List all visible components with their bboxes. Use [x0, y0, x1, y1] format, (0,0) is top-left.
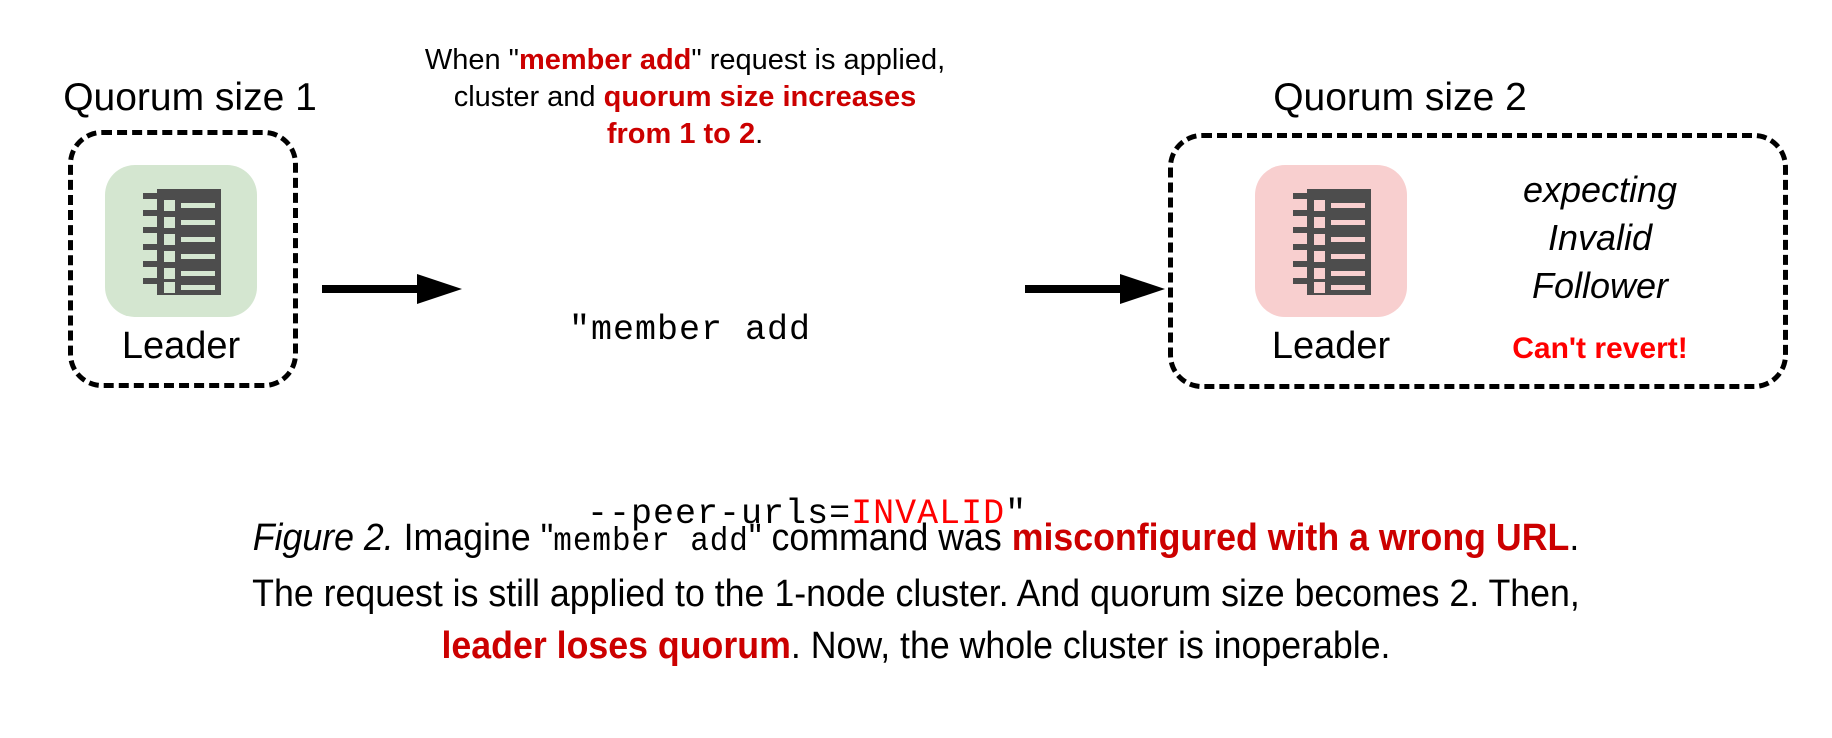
- right-cluster-boundary: [1168, 133, 1788, 389]
- right-node: Leader: [1255, 165, 1407, 365]
- command-flag: --peer-urls=: [587, 494, 852, 534]
- top-note-prefix: When ": [424, 44, 519, 76]
- arrow-right-icon-right: [1025, 272, 1165, 306]
- command-invalid-value: INVALID: [851, 494, 1006, 534]
- command-line-2: --peer-urls=INVALID": [455, 445, 1026, 583]
- arrow-right-icon-left: [322, 272, 462, 306]
- top-annotation-line-1: When "member add" request is applied,: [400, 42, 970, 79]
- left-cluster-boundary: [68, 130, 298, 388]
- status-line-expecting: expecting: [1522, 169, 1678, 210]
- status-line-follower: Follower: [1531, 265, 1669, 306]
- caption-segment-2: " command was: [748, 517, 1012, 559]
- right-status-words: expecting Invalid Follower: [1455, 166, 1745, 310]
- left-node: Leader: [105, 165, 257, 365]
- caption-segment-4: . Now, the whole cluster is inoperable.: [790, 625, 1391, 667]
- command-closing-quote: ": [1005, 494, 1028, 534]
- caption-figure-number: Figure 2.: [252, 517, 394, 559]
- status-line-invalid: Invalid: [1547, 217, 1653, 258]
- command-line-1: "member add: [568, 310, 812, 350]
- top-annotation-line-3: from 1 to 2.: [400, 116, 970, 153]
- caption-highlight-leader-loses-quorum: leader loses quorum: [441, 625, 791, 667]
- command-text: "member add --peer-urls=INVALID": [455, 215, 1026, 675]
- top-annotation: When "member add" request is applied, cl…: [400, 42, 970, 153]
- figure-caption: Figure 2. Imagine "member add" command w…: [55, 512, 1777, 672]
- right-node-label: Leader: [1271, 325, 1391, 367]
- left-cluster-title: Quorum size 1: [63, 76, 317, 119]
- top-note-highlight-member-add: member add: [518, 44, 692, 76]
- top-annotation-line-2: cluster and quorum size increases: [400, 79, 970, 116]
- caption-line-2: The request is still applied to the 1-no…: [252, 573, 1580, 615]
- caption-mono-member-add: member add: [553, 523, 749, 560]
- caption-line-3: leader loses quorum. Now, the whole clus…: [55, 620, 1777, 672]
- server-rack-icon: [1293, 189, 1371, 295]
- caption-segment-3: .: [1569, 517, 1580, 559]
- left-node-label: Leader: [121, 325, 241, 367]
- caption-segment-1: Imagine ": [393, 517, 554, 559]
- top-note-highlight-range: from 1 to 2: [606, 118, 756, 150]
- top-note-line3-suffix: .: [755, 118, 764, 150]
- right-cluster-title: Quorum size 2: [1273, 76, 1527, 119]
- caption-highlight-misconfigured: misconfigured with a wrong URL: [1011, 517, 1570, 559]
- top-note-line2-prefix: cluster and: [453, 81, 604, 113]
- server-rack-icon: [143, 189, 221, 295]
- top-note-suffix: " request is applied,: [691, 44, 946, 76]
- top-note-highlight-quorum: quorum size increases: [603, 81, 917, 113]
- caption-line-1: Figure 2. Imagine "member add" command w…: [55, 512, 1777, 568]
- status-badge-cant-revert: Can't revert!: [1512, 332, 1688, 365]
